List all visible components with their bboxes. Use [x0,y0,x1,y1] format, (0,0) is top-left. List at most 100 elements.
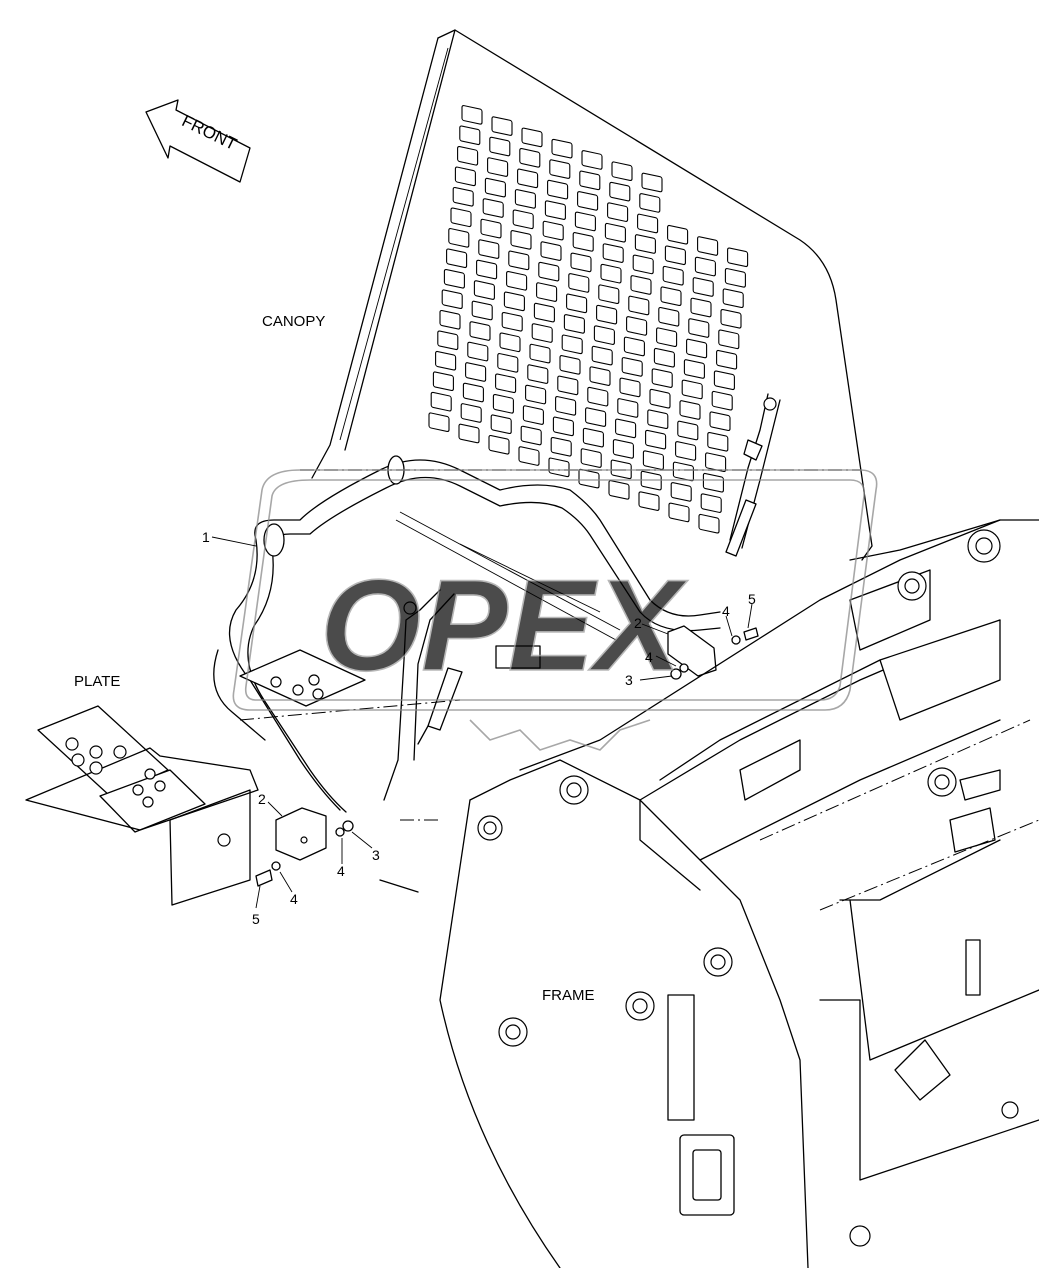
screen-opening [460,403,482,423]
screen-opening [465,362,487,382]
screen-opening [452,186,474,207]
screen-opening [634,234,656,254]
screen-opening [497,353,519,373]
screen-grid [428,105,749,534]
screen-opening [566,293,588,314]
screen-opening [578,468,600,489]
screen-opening [660,286,682,307]
screen-opening [508,250,530,271]
screen-opening [527,364,549,384]
screen-opening [487,157,509,177]
screen-opening [607,202,629,222]
callout-3: 3 [372,847,380,863]
screen-opening [623,336,645,357]
screen-opening [561,334,583,355]
callout-3: 3 [625,672,633,688]
callout-4: 4 [722,603,730,619]
screen-opening [437,330,459,351]
screen-opening [488,434,510,455]
screen-opening [632,254,654,275]
screen-opening [503,291,525,312]
opex-watermark: OPEX [232,469,878,751]
leader-lines [211,536,753,909]
callout-1: 1 [202,529,210,545]
screen-opening [662,265,684,286]
front-label: FRONT [179,111,240,154]
screen-opening [637,213,659,234]
screen-opening [552,416,574,437]
screen-opening [499,332,521,353]
screen-opening [658,306,680,327]
screen-opening [727,247,749,268]
screen-opening [716,349,738,370]
screen-opening [492,393,514,414]
screen-opening [495,373,517,394]
screen-opening [668,502,690,523]
screen-opening [679,400,701,420]
canopy-label: CANOPY [262,313,325,330]
screen-opening [608,480,630,500]
screen-opening [577,191,599,211]
screen-opening [698,513,720,534]
screen-opening [585,407,607,427]
screen-opening [587,386,609,407]
screen-opening [651,368,673,388]
screen-opening [439,309,461,330]
screen-opening [582,427,604,448]
screen-opening [548,457,570,478]
screen-opening [617,398,639,418]
screen-opening [589,366,611,386]
screen-opening [692,277,714,297]
screen-opening [579,170,601,191]
screen-opening [683,359,705,379]
screen-opening [628,295,650,316]
screen-opening [489,136,511,157]
screen-opening [482,198,504,218]
frame-body [439,519,1039,1268]
screen-opening [462,382,484,403]
screen-opening [529,343,551,364]
screen-opening [641,172,663,193]
screen-opening [540,241,562,261]
screen-opening [542,220,564,241]
screen-opening [506,270,528,291]
screen-opening [491,116,513,136]
screen-opening [705,452,727,473]
screen-opening [688,318,710,338]
screen-opening [510,230,532,250]
screen-opening [611,161,633,182]
screen-opening [638,491,660,511]
screen-opening [621,357,643,377]
screen-opening [677,420,699,441]
screen-opening [720,308,742,329]
screen-opening [568,273,590,293]
screen-opening [604,222,626,243]
callout-2: 2 [258,791,266,807]
screen-opening [718,329,740,350]
screen-opening [476,259,498,280]
screen-opening [525,384,547,405]
screen-opening [593,325,615,345]
screen-opening [538,261,560,282]
screen-opening [450,207,472,228]
screen-opening [645,429,667,450]
callout-4: 4 [645,649,653,665]
screen-opening [709,411,731,432]
screen-opening [591,345,613,366]
screen-opening [653,347,675,368]
screen-opening [501,311,523,332]
screen-opening [630,275,652,295]
screen-opening [557,375,579,396]
frame-label: FRAME [542,987,595,1004]
screen-opening [690,297,712,318]
screen-opening [435,350,457,371]
watermark-text: OPEX [320,552,689,698]
screen-opening [549,159,571,179]
screen-opening [490,414,512,435]
screen-opening [432,371,454,392]
screen-opening [675,441,697,461]
screen-opening [600,263,622,284]
screen-opening [551,138,573,159]
screen-opening [544,200,566,220]
screen-opening [480,218,502,239]
